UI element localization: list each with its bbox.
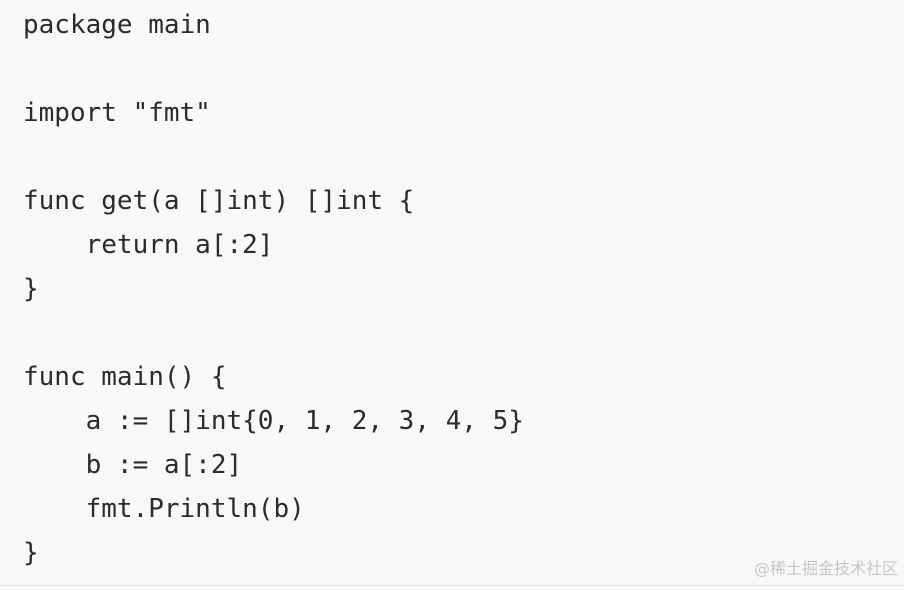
- code-line-13: }: [23, 538, 39, 568]
- code-line-7: }: [23, 274, 39, 304]
- code-line-3: import "fmt": [23, 98, 211, 128]
- code-line-12: fmt.Println(b): [23, 494, 305, 524]
- code-line-6: return a[:2]: [23, 230, 274, 260]
- watermark: @稀土掘金技术社区: [753, 559, 898, 578]
- code-line-9: func main() {: [23, 362, 227, 392]
- code-line-5: func get(a []int) []int {: [23, 186, 415, 216]
- code-line-1: package main: [23, 10, 211, 40]
- code-line-11: b := a[:2]: [23, 450, 243, 480]
- code-line-10: a := []int{0, 1, 2, 3, 4, 5}: [23, 406, 524, 436]
